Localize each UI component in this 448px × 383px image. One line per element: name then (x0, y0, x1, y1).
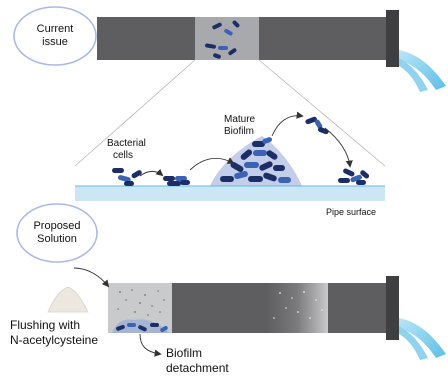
proposed-solution-line2: Solution (37, 233, 77, 245)
detached-cells-cluster (305, 116, 329, 135)
nac-particles (117, 289, 165, 316)
top-pipe-bacteria (205, 20, 240, 59)
proposed-solution-label: Proposed Solution (24, 220, 90, 246)
water-outflow-icon (399, 318, 446, 360)
pipe-surface-label: Pipe surface (326, 207, 377, 217)
bottom-pipe (108, 276, 399, 340)
powder-pile-icon (47, 286, 89, 313)
current-issue-line1: Current (36, 23, 74, 35)
detaching-biofilm (112, 319, 170, 333)
nac-particles-mid (273, 291, 323, 319)
mature-biofilm-label: Mature Biofilm (224, 114, 255, 137)
mature-biofilm-line2: Biofilm (224, 125, 255, 137)
curved-arrow-icon (73, 267, 162, 357)
curved-arrow-icon (139, 111, 353, 177)
water-outflow-icon (399, 50, 446, 92)
biofilm-detachment-label: Biofilm detachment (166, 346, 229, 376)
pipe-surface-band (75, 186, 385, 201)
bacterial-cells-cluster (112, 168, 142, 186)
bacterial-cells-line2: cells (113, 149, 134, 161)
zoom-lines (74, 59, 386, 167)
biofilm-detachment-line1: Biofilm (166, 346, 203, 360)
current-issue-line2: issue (42, 36, 68, 48)
mature-biofilm-line1: Mature (224, 114, 256, 125)
flushing-line2: N-acetylcysteine (10, 333, 99, 347)
recolonized-cluster (338, 168, 370, 185)
flushing-label: Flushing with N-acetylcysteine (10, 318, 98, 348)
mature-biofilm-mound (210, 136, 302, 186)
current-issue-label: Current issue (22, 23, 88, 49)
flushing-line1: Flushing with (10, 318, 81, 332)
bacterial-cells-line1: Bacterial (107, 138, 146, 149)
attached-cells-cluster (163, 176, 190, 186)
bacterial-cells-label: Bacterial cells (107, 138, 146, 161)
top-pipe (97, 10, 399, 67)
current-issue-oval (13, 6, 97, 66)
biofilm-detachment-line2: detachment (166, 361, 229, 375)
proposed-solution-oval (16, 203, 98, 263)
proposed-solution-line1: Proposed (33, 220, 81, 232)
